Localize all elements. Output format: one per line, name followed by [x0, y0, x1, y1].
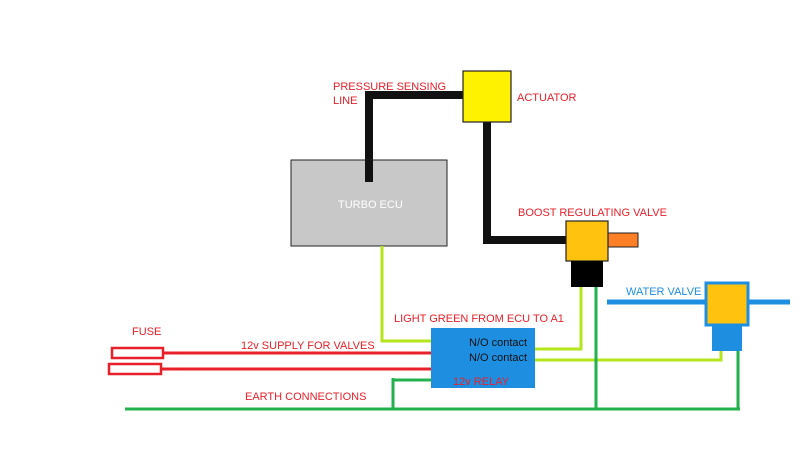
pressure-line-label-1: PRESSURE SENSING: [333, 81, 446, 93]
supply-wires: [161, 351, 432, 371]
pressure-line-label-2: LINE: [333, 95, 357, 107]
fuse-top: [110, 346, 165, 360]
actuator-box: [462, 70, 512, 123]
boost-valve-body: [565, 220, 609, 262]
light-green-label: LIGHT GREEN FROM ECU TO A1: [394, 313, 564, 325]
no-contact-label-1: N/O contact: [469, 337, 527, 349]
water-valve-solenoid: [712, 325, 742, 351]
earth-wires: [125, 287, 740, 411]
earth-label: EARTH CONNECTIONS: [245, 391, 366, 403]
no-contact-label-2: N/O contact: [469, 352, 527, 364]
supply-label: 12v SUPPLY FOR VALVES: [241, 340, 375, 352]
relay-label: 12v RELAY: [453, 376, 510, 388]
turbo-ecu-label: TURBO ECU: [338, 199, 403, 211]
relay-to-water-valve-wire: [534, 351, 723, 362]
boost-valve-label: BOOST REGULATING VALVE: [518, 207, 667, 219]
fuse-label: FUSE: [132, 326, 161, 338]
ecu-to-relay-wire: [380, 246, 432, 343]
actuator-label: ACTUATOR: [517, 92, 577, 104]
fuse-bottom: [107, 362, 163, 376]
boost-valve-nozzle: [607, 232, 639, 248]
water-valve-body: [704, 281, 750, 327]
pressure-sensing-line: [365, 91, 568, 244]
relay-to-boost-valve-wire: [534, 287, 583, 351]
boost-valve-solenoid: [571, 261, 603, 287]
relay-box: [431, 328, 535, 388]
pressure-line-ecu-to-actuator: [365, 91, 464, 180]
pressure-line-actuator-to-valve: [483, 120, 568, 244]
water-valve-label: WATER VALVE: [626, 286, 701, 298]
